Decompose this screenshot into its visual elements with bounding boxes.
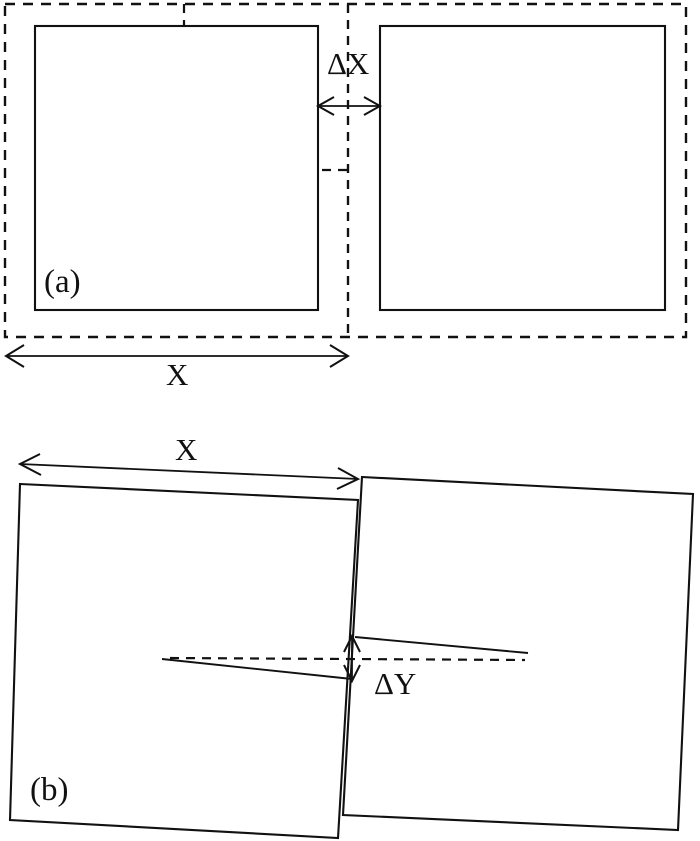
delta-x-arrowhead-left (315, 96, 335, 116)
panel-a-x-dimension (4, 344, 350, 368)
delta-y-arrowhead-top (343, 633, 361, 653)
panel-b-right-feature-line (354, 636, 529, 654)
delta-x-arrowhead-right (363, 96, 383, 116)
panel-a-right-tile (378, 24, 667, 312)
panel-b-x-dimension (17, 453, 361, 490)
panel-a: ΔX X (a) (3, 2, 688, 392)
delta-y-arrowhead-bottom (343, 664, 361, 684)
delta-y-label: ΔY (374, 666, 416, 701)
x-label-panel-b: X (175, 432, 197, 467)
x-arrow-shaft-b (19, 463, 359, 480)
panel-a-outer-dashed-boundary (3, 2, 688, 339)
delta-x-label: ΔX (327, 46, 369, 81)
panel-b: X ΔY (b) (8, 432, 695, 840)
panel-b-right-tile (341, 475, 695, 832)
x-arrowhead-left-b (17, 453, 42, 476)
x-arrowhead-right-b (336, 467, 361, 490)
panel-a-delta-x-dimension (315, 96, 383, 116)
panel-b-delta-y-dimension (343, 633, 361, 684)
x-label-panel-a: X (166, 357, 188, 392)
panel-a-tag: (a) (44, 264, 81, 300)
panel-a-left-tile (33, 24, 320, 312)
panel-b-left-feature-line (161, 658, 353, 680)
panel-b-tag: (b) (30, 772, 68, 808)
x-arrowhead-right-a (329, 344, 350, 368)
x-arrowhead-left-a (4, 344, 25, 368)
panel-b-dashed-reference-line (169, 656, 526, 662)
